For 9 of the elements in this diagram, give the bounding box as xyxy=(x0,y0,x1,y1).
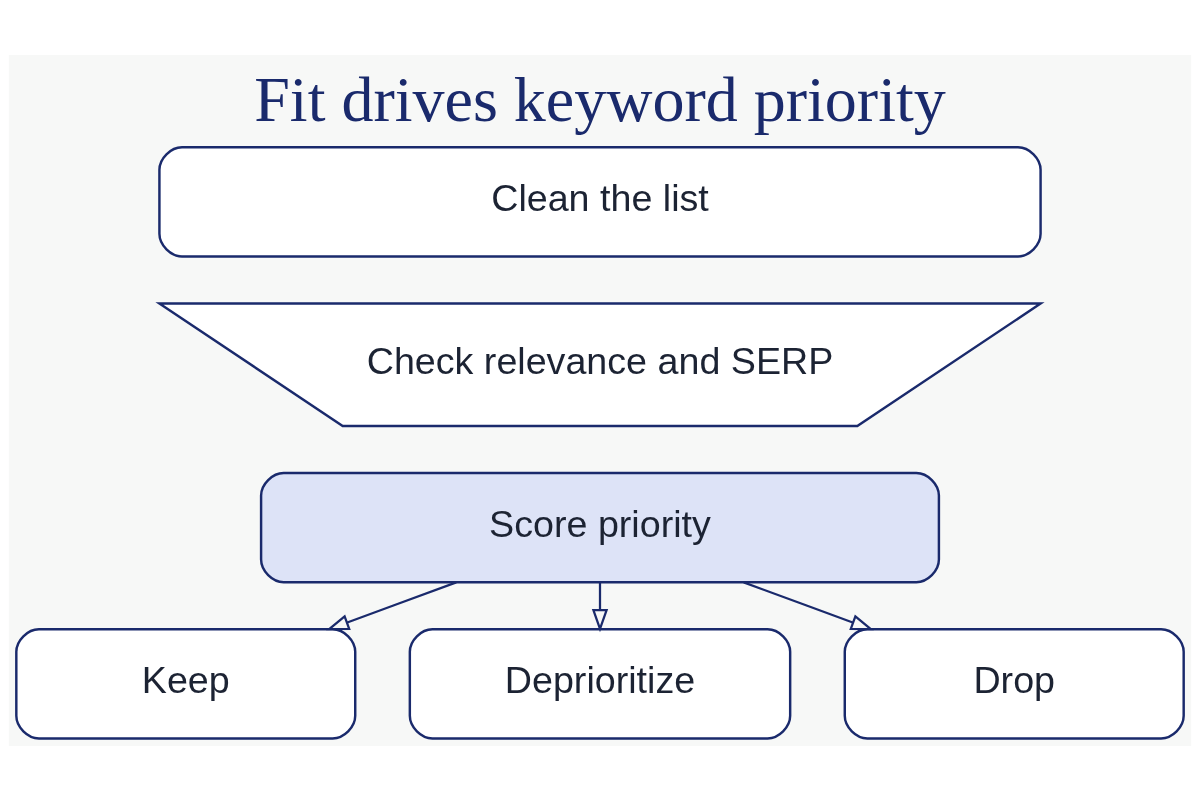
node-box: Deprioritize xyxy=(408,627,792,740)
diagram-title: Fit drives keyword priority xyxy=(254,63,946,135)
arrow xyxy=(326,580,457,630)
node-box: Keep xyxy=(15,627,357,740)
node-box: Score priority xyxy=(259,471,941,583)
node-box: Clean the list xyxy=(158,145,1042,258)
arrow xyxy=(743,580,874,630)
node-box: Drop xyxy=(843,627,1185,740)
arrow xyxy=(591,582,609,632)
